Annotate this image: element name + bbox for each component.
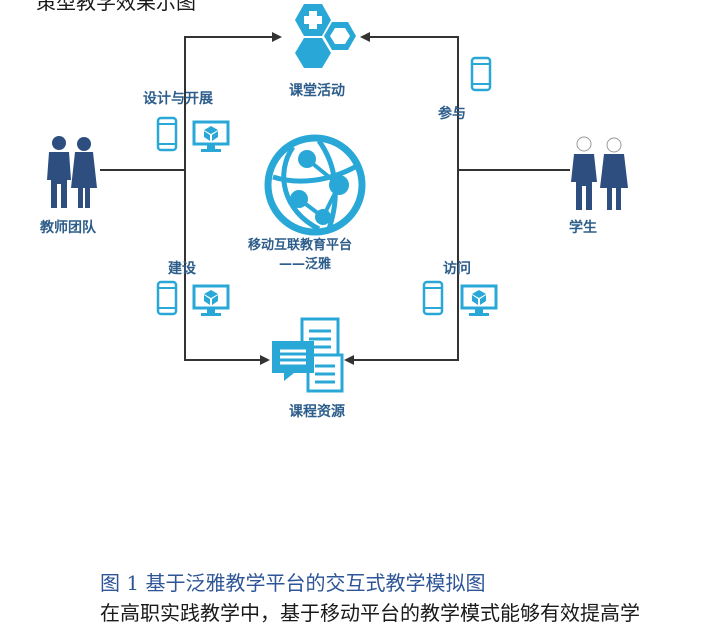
figure-caption: 图 1 基于泛雅教学平台的交互式教学模拟图 [100,571,486,595]
clipped-bottom-text: 在高职实践教学中，基于移动平台的教学模式能够有效提高学 [100,601,640,625]
monitor-icon [192,120,230,152]
monitor-icon [460,284,498,316]
globe-network-icon [264,134,366,236]
teachers-icon [47,136,97,208]
right-node-label: 学生 [569,220,597,236]
documents-chat-icon [272,317,344,393]
clipped-top-text: 策型教学效果示图 [36,0,196,14]
students-icon [571,136,628,210]
edge-label-build: 建设 [168,261,196,277]
phone-icon [470,56,492,92]
center-node-subtitle: ——泛雅 [279,257,332,272]
edge-label-participate: 参与 [438,106,466,122]
edge-label-design: 设计与开展 [143,91,213,107]
monitor-icon [192,284,230,316]
left-node-label: 教师团队 [40,220,96,236]
phone-icon [156,280,178,316]
phone-icon [156,116,178,152]
top-node-label: 课堂活动 [289,83,345,99]
edge-label-visit: 访问 [443,261,471,277]
center-node-title: 移动互联教育平台 [248,238,353,253]
connector-lines [100,32,570,365]
right-top-arrow [360,32,459,170]
bottom-node-label: 课程资源 [289,404,345,420]
right-bottom-arrow [344,170,459,365]
left-bottom-arrow [184,170,270,365]
phone-icon [422,280,444,316]
puzzle-hexagon-icon [295,4,356,68]
